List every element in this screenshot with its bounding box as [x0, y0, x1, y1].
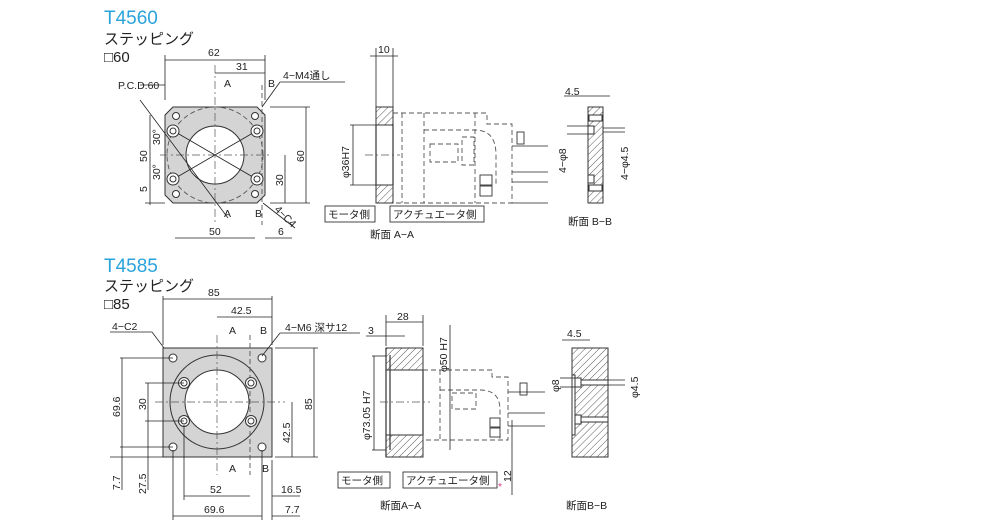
dim-half: 31 — [236, 61, 248, 73]
motor-type: ステッピング — [104, 278, 194, 295]
pcd-leader — [139, 99, 229, 219]
dim-width: 62 — [208, 47, 220, 59]
flange-size: □85 — [104, 296, 130, 313]
dim-28: 28 — [397, 311, 409, 323]
outer-bore-dim: φ73.05 H7 — [361, 390, 373, 440]
section-mark-b-bottom: B — [262, 463, 269, 475]
t4560-section-aa: 10 φ36H7 モータ側 アクチュエータ側 断面 A−A — [324, 44, 548, 241]
section-mark-b: B — [268, 78, 275, 90]
counterbore-holes — [166, 124, 264, 186]
dim-16-5: 16.5 — [281, 484, 302, 496]
t4585-section-aa: 28 3 φ73.05 H7 φ50 H7 モータ側 アクチュエータ側 * 12… — [337, 311, 545, 512]
tap-holes — [172, 112, 259, 198]
dim-69-6-left: 69.6 — [111, 396, 123, 417]
dim-3: 3 — [368, 325, 374, 337]
section-mark-a-bottom: A — [224, 208, 231, 220]
dim-4-5: 4.5 — [565, 86, 580, 98]
motor-side-label: モータ側 — [328, 208, 370, 221]
dim-4-5: 4.5 — [567, 328, 582, 340]
dim-85: 85 — [303, 398, 315, 410]
t4585-section-bb: 4.5 φ8 φ4.5 断面B−B — [550, 328, 641, 512]
dim-12: 12 — [502, 470, 514, 482]
pcd-label: P.C.D.60 — [118, 80, 159, 92]
bore-dim: φ36H7 — [340, 146, 352, 178]
dim-42-5: 42.5 — [281, 422, 293, 443]
section-mark-b: B — [260, 325, 267, 337]
t4560-section-bb: 4.5 4−φ8 4−φ4.5 断面 B−B — [557, 86, 631, 228]
angle-30-lower: 30° — [151, 164, 163, 180]
counterbore-dim: 4−φ8 — [557, 148, 569, 173]
t4585-header: T4585 ステッピング □85 — [104, 256, 194, 313]
actuator-side-label: アクチュエータ側 — [406, 474, 489, 487]
section-mark-a: A — [229, 325, 236, 337]
t4560-front-view: 62 31 P.C.D.60 A B 4−M4通し 50 5 30° 30° 6… — [118, 47, 345, 239]
dim-5: 5 — [138, 186, 150, 192]
section-mark-b-bottom: B — [255, 208, 262, 220]
dim-7-7-bottom: 7.7 — [285, 504, 300, 516]
motor-type: ステッピング — [104, 31, 194, 48]
motor-side-label: モータ側 — [341, 474, 383, 487]
t4585-front-view: 85 42.5 4−C2 A B 4−M6 深サ12 69.6 30 7.7 2… — [110, 287, 360, 520]
hole-dim: φ4.5 — [629, 376, 641, 398]
t4560-header: T4560 ステッピング □60 — [104, 8, 194, 66]
dim-27-5: 27.5 — [137, 473, 149, 494]
dim-50-left: 50 — [138, 150, 150, 162]
model-title: T4560 — [104, 8, 158, 29]
flange-size: □60 — [104, 49, 130, 66]
hole-dim: 4−φ4.5 — [619, 146, 631, 180]
dim-30: 30 — [137, 398, 149, 410]
dim-10: 10 — [378, 44, 390, 56]
section-caption: 断面B−B — [566, 499, 607, 512]
dim-69-6-bottom: 69.6 — [204, 504, 225, 516]
dim-50-bottom: 50 — [209, 226, 221, 238]
chamfer-label: 4−C2 — [112, 321, 138, 333]
dim-width: 85 — [208, 287, 220, 299]
tap-label: 4−M4通し — [283, 70, 331, 82]
counterbore-dim: φ8 — [550, 379, 562, 392]
section-mark-a: A — [224, 78, 231, 90]
chamfer-label: 4−C4 — [272, 204, 299, 231]
dim-60: 60 — [295, 150, 307, 162]
dim-half: 42.5 — [231, 305, 252, 317]
section-caption: 断面A−A — [380, 499, 421, 512]
section-caption: 断面 A−A — [370, 228, 414, 241]
inner-bore-dim: φ50 H7 — [438, 337, 450, 372]
actuator-side-label: アクチュエータ側 — [393, 208, 476, 221]
dim-52: 52 — [210, 484, 222, 496]
angle-30-upper: 30° — [151, 129, 163, 145]
dim-30: 30 — [274, 174, 286, 186]
model-title: T4585 — [104, 256, 158, 277]
tap-label: 4−M6 深サ12 — [285, 322, 347, 334]
note-asterisk: * — [498, 481, 502, 493]
dim-6: 6 — [278, 226, 284, 238]
section-caption: 断面 B−B — [568, 215, 612, 228]
dim-7-7-left: 7.7 — [111, 475, 123, 490]
section-mark-a-bottom: A — [229, 463, 236, 475]
